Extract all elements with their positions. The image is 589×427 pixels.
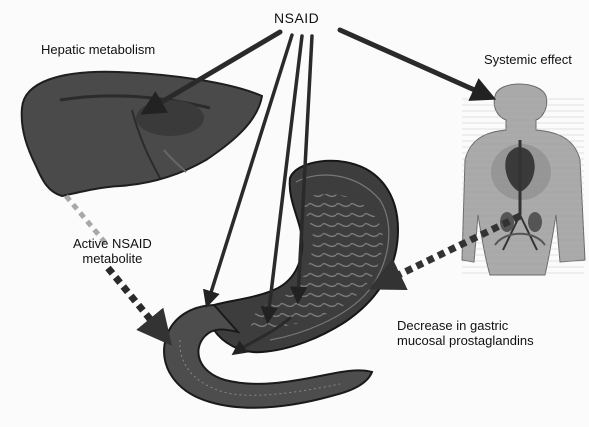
active-metabolite-label: Active NSAID metabolite (73, 236, 152, 266)
systemic-effect-label: Systemic effect (484, 52, 572, 67)
gastric-effect-line-1: Decrease in gastric (397, 318, 534, 333)
hepatic-metabolism-label: Hepatic metabolism (41, 42, 155, 57)
gastric-effect-line-2: mucosal prostaglandins (397, 333, 534, 348)
liver-illustration (22, 72, 262, 196)
active-metabolite-line-2: metabolite (73, 251, 152, 266)
active-metabolite-line-1: Active NSAID (73, 236, 152, 251)
human-body-illustration (462, 84, 585, 275)
nsaid-label: NSAID (274, 11, 319, 26)
arrow-to-duodenum (208, 35, 292, 302)
dashed-arrow-metabolite (108, 268, 164, 336)
arrow-to-body (340, 30, 488, 96)
gastric-effect-label: Decrease in gastric mucosal prostaglandi… (397, 318, 534, 348)
